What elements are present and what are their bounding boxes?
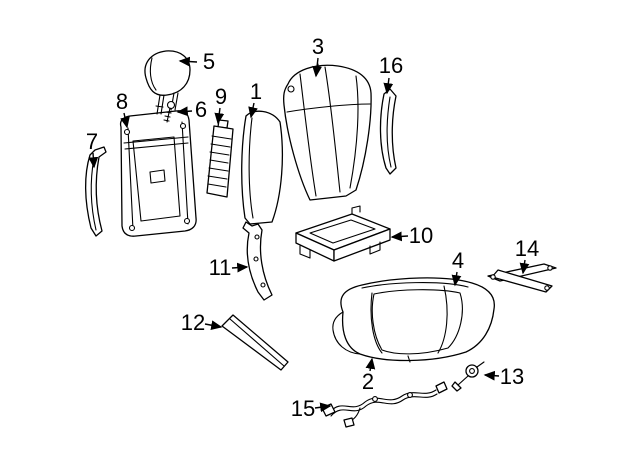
side-bracket-drawing	[242, 221, 273, 301]
rail-trim-drawing	[221, 314, 289, 371]
callout-13: 13	[499, 364, 525, 389]
callout-14: 14	[514, 236, 540, 261]
callout-2: 2	[361, 369, 375, 394]
callout-4: 4	[451, 248, 465, 273]
mount-bracket-drawing	[487, 263, 557, 293]
guide-pin-drawing	[163, 100, 176, 123]
side-trim-strip-right-drawing	[379, 88, 397, 175]
callout-8: 8	[115, 89, 129, 114]
callout-16: 16	[378, 53, 404, 78]
callout-1: 1	[249, 79, 263, 104]
wiring-harness-drawing	[321, 381, 448, 428]
callout-arrow-2	[365, 357, 376, 372]
lumbar-pad-drawing	[206, 119, 234, 198]
callout-arrow-15	[314, 402, 332, 413]
seat-back-panel-drawing	[241, 110, 283, 225]
seat-cushion-drawing	[332, 277, 495, 363]
callout-arrow-1	[248, 102, 258, 119]
cushion-frame-pan-drawing	[295, 205, 391, 262]
callout-7: 7	[85, 129, 99, 154]
callout-10: 10	[408, 223, 434, 248]
callout-arrow-3	[312, 57, 322, 78]
callout-3: 3	[311, 34, 325, 59]
callout-arrow-5	[178, 56, 198, 67]
callout-arrow-4	[451, 271, 462, 287]
callout-arrow-16	[383, 77, 394, 95]
seat-back-frame-drawing	[119, 110, 197, 237]
callout-5: 5	[202, 49, 216, 74]
callout-12: 12	[180, 310, 206, 335]
callout-6: 6	[194, 97, 208, 122]
clip-drawing	[451, 361, 485, 392]
callout-9: 9	[214, 84, 228, 109]
callout-arrow-8	[120, 112, 130, 129]
callout-arrow-7	[88, 152, 99, 169]
callout-arrow-6	[176, 106, 193, 117]
callout-arrow-9	[214, 107, 225, 125]
callout-15: 15	[290, 396, 316, 421]
callout-arrow-13	[483, 370, 500, 381]
callout-arrow-14	[519, 259, 530, 275]
callout-arrow-10	[390, 231, 409, 242]
callout-11: 11	[208, 255, 232, 280]
callout-arrow-11	[231, 262, 249, 273]
callout-arrows	[88, 56, 530, 413]
seat-back-cover-drawing	[282, 63, 372, 201]
side-trim-strip-left-drawing	[84, 146, 107, 237]
callout-arrow-12	[204, 320, 223, 331]
